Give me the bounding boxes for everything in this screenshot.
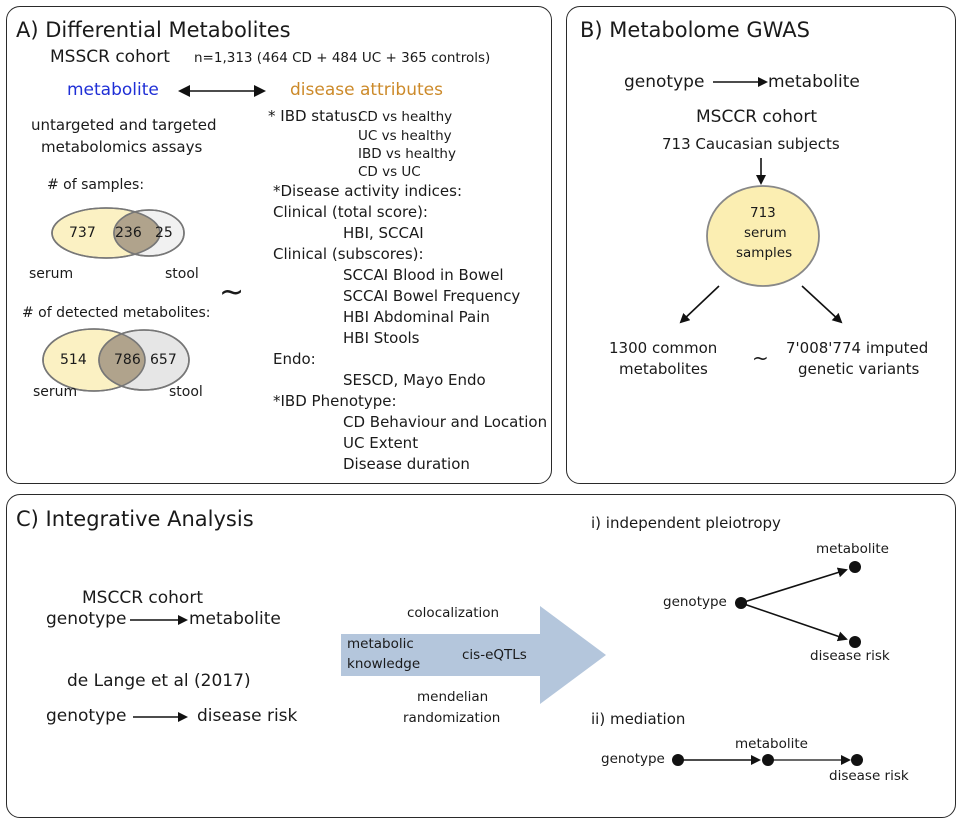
a-sescd: SESCD, Mayo Endo [343, 371, 486, 389]
a-uc-vs-healthy: UC vs healthy [358, 128, 452, 144]
b-variants-l2: genetic variants [798, 360, 920, 378]
c-mendelian-l2: randomization [403, 710, 501, 726]
a-cd-vs-uc: CD vs UC [358, 164, 421, 180]
c-colocalization: colocalization [407, 605, 500, 621]
a-samples-overlap: 236 [115, 225, 142, 241]
b-circle-l3: samples [736, 245, 793, 261]
a-assays-line2: metabolomics assays [41, 138, 203, 156]
c-genotype-1: genotype [46, 609, 127, 629]
a-ibd-phenotype: *IBD Phenotype: [273, 392, 397, 410]
detected-venn [42, 328, 190, 392]
a-samples-stool: 25 [155, 225, 173, 241]
b-circle-l2: serum [744, 225, 787, 241]
a-ibd-status: * IBD status: [268, 107, 363, 125]
a-sccai-freq: SCCAI Bowel Frequency [343, 287, 521, 305]
big-blue-arrow [341, 606, 606, 704]
b-metabolite: metabolite [768, 72, 860, 92]
b-variants-l1: 7'008'774 imputed [786, 339, 929, 357]
double-arrow [178, 85, 266, 97]
b-cohort: MSCCR cohort [696, 107, 817, 127]
c-de-lange: de Lange et al (2017) [67, 671, 251, 691]
b-common-l2: metabolites [619, 360, 708, 378]
a-detected-label: # of detected metabolites: [22, 305, 211, 321]
c-genotype-2: genotype [46, 706, 127, 726]
a-hbi-sccai: HBI, SCCAI [343, 224, 424, 242]
a-tilde: ~ [219, 275, 245, 310]
b-right-arrow [801, 285, 843, 324]
c-cis-eqtls: cis-eQTLs [462, 647, 527, 663]
a-serum-label-1: serum [29, 266, 74, 282]
a-detected-serum: 514 [60, 352, 87, 368]
c-mendelian-l1: mendelian [417, 689, 489, 705]
a-stool-label-1: stool [165, 266, 199, 282]
c-med-genotype: genotype [601, 751, 665, 767]
a-detected-overlap: 786 [114, 352, 141, 368]
c-pl-disease: disease risk [810, 648, 890, 664]
a-hbi-stools: HBI Stools [343, 329, 420, 347]
a-activity-indices: *Disease activity indices: [273, 182, 463, 200]
a-stool-label-2: stool [169, 384, 203, 400]
a-clinical-total: Clinical (total score): [273, 203, 428, 221]
a-assays-line1: untargeted and targeted [31, 116, 217, 134]
pleiotropy-graph [735, 561, 861, 648]
a-samples-label: # of samples: [47, 177, 145, 193]
c-cohort: MSCCR cohort [82, 588, 203, 608]
serum-samples-circle [706, 185, 820, 287]
c-disease-risk: disease risk [197, 706, 298, 726]
a-disease-attributes: disease attributes [290, 80, 443, 100]
b-circle-l1: 713 [750, 205, 776, 221]
a-clinical-sub: Clinical (subscores): [273, 245, 424, 263]
a-endo: Endo: [273, 350, 316, 368]
c-med-metabolite: metabolite [735, 736, 808, 752]
c-pl-metabolite: metabolite [816, 541, 889, 557]
a-serum-label-2: serum [33, 384, 78, 400]
b-common-l1: 1300 common [609, 339, 718, 357]
b-tilde: ~ [752, 346, 769, 370]
panel-b-title: B) Metabolome GWAS [580, 18, 810, 42]
c-metabolic-l2: knowledge [347, 656, 421, 672]
a-uc-extent: UC Extent [343, 434, 419, 452]
b-left-arrow [679, 285, 720, 324]
c-med-disease: disease risk [829, 768, 909, 784]
a-metabolite: metabolite [67, 80, 159, 100]
b-genotype: genotype [624, 72, 705, 92]
panel-c-title: C) Integrative Analysis [16, 507, 254, 531]
c-pleiotropy-title: i) independent pleiotropy [591, 514, 781, 532]
a-samples-serum: 737 [69, 225, 96, 241]
mediation-graph [672, 754, 863, 766]
a-cohort: MSSCR cohort [50, 47, 170, 67]
panel-a-title: A) Differential Metabolites [16, 18, 291, 42]
samples-venn [51, 207, 185, 259]
a-detected-stool: 657 [150, 352, 177, 368]
a-disease-duration: Disease duration [343, 455, 470, 473]
c-metabolite-1: metabolite [189, 609, 281, 629]
b-subjects: 713 Caucasian subjects [662, 135, 840, 153]
a-hbi-pain: HBI Abdominal Pain [343, 308, 490, 326]
a-ibd-vs-healthy: IBD vs healthy [358, 146, 456, 162]
c-metabolic-l1: metabolic [347, 636, 414, 652]
a-sccai-blood: SCCAI Blood in Bowel [343, 266, 504, 284]
c-mediation-title: ii) mediation [591, 710, 686, 728]
a-cd-behaviour: CD Behaviour and Location [343, 413, 548, 431]
c-pl-genotype: genotype [663, 594, 727, 610]
a-cd-vs-healthy: CD vs healthy [358, 109, 453, 125]
a-n-text: n=1,313 (464 CD + 484 UC + 365 controls) [194, 50, 491, 66]
